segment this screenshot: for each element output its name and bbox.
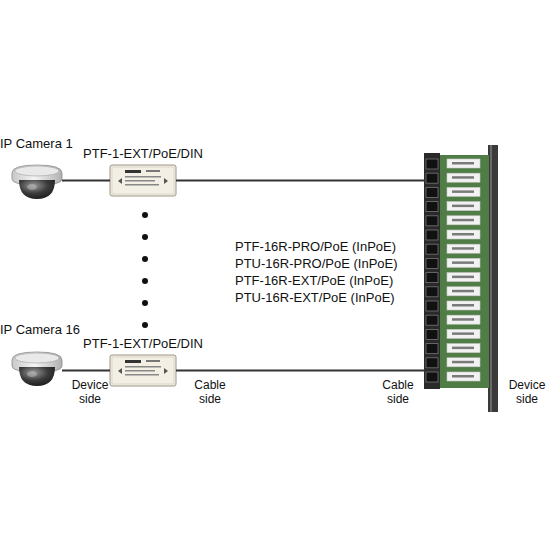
rj45-port: [426, 187, 438, 197]
module-marking: [452, 276, 474, 279]
protection-module: [447, 230, 480, 239]
rack-bracket: [488, 145, 498, 412]
protection-module: [447, 358, 480, 367]
rj45-port: [426, 344, 438, 354]
camera-label: IP Camera 1: [0, 136, 73, 152]
rj45-port: [426, 372, 438, 382]
module-marking: [452, 219, 474, 222]
module-marking: [452, 261, 474, 264]
surge-protector: PTF-1-EXT/PoE/DIN: [110, 355, 176, 386]
rj45-port: [426, 358, 438, 368]
camera-label: IP Camera 16: [0, 322, 80, 338]
module-marking: [452, 375, 474, 378]
model-name: PTF-16R-PRO/PoE (InPoE): [235, 239, 396, 255]
protection-module: [447, 216, 480, 225]
device-label: PTF-1-EXT/PoE/DIN: [83, 146, 203, 162]
module-marking: [452, 247, 474, 250]
ip-camera: IP Camera 1: [12, 163, 62, 199]
side-label: Cable side: [187, 378, 233, 406]
module-marking: [452, 162, 474, 165]
module-marking: [452, 347, 474, 350]
side-label: Device side: [504, 378, 550, 406]
cable-line: [62, 369, 110, 371]
protection-module: [447, 372, 480, 381]
module-marking: [452, 190, 474, 193]
module-marking: [452, 304, 474, 307]
module-marking: [452, 205, 474, 208]
protection-module: [447, 187, 480, 196]
module-marking: [452, 361, 474, 364]
surge-protector: [110, 355, 176, 386]
protection-module: [447, 344, 480, 353]
rj45-port: [426, 173, 438, 183]
cable-line: [62, 179, 110, 181]
protection-module: [447, 173, 480, 182]
model-name: PTF-16R-EXT/PoE (InPoE): [235, 273, 393, 289]
surge-protector: [110, 165, 176, 196]
patch-panel: PTF-16R-PRO/PoE (InPoE)PTU-16R-PRO/PoE (…: [425, 150, 497, 390]
side-label: Device side: [67, 378, 113, 406]
side-label: Cable side: [375, 378, 421, 406]
patch-panel: [424, 145, 498, 412]
rj45-port: [426, 230, 438, 240]
rj45-port: [426, 329, 438, 339]
protection-module: [447, 244, 480, 253]
protection-module: [447, 159, 480, 168]
rj45-port: [426, 273, 438, 283]
module-marking: [452, 176, 474, 179]
protection-module: [447, 258, 480, 267]
protection-module: [447, 315, 480, 324]
ip-camera: IP Camera 16: [12, 350, 62, 386]
continuation-dots: [142, 212, 148, 328]
circuit-board: [438, 155, 489, 388]
port-strip: [424, 153, 440, 389]
cable-line: [176, 369, 425, 371]
module-marking: [452, 233, 474, 236]
module-marking: [452, 332, 474, 335]
rj45-port: [426, 315, 438, 325]
bracket-edge: [490, 145, 492, 412]
module-marking: [452, 318, 474, 321]
model-name: PTU-16R-EXT/PoE (InPoE): [235, 290, 395, 306]
cable-line: [176, 179, 425, 181]
rj45-port: [426, 287, 438, 297]
rj45-port: [426, 159, 438, 169]
surge-protector: PTF-1-EXT/PoE/DIN: [110, 165, 176, 196]
dome-camera: [12, 165, 62, 199]
protection-module: [447, 202, 480, 211]
rj45-port: [426, 202, 438, 212]
device-label: PTF-1-EXT/PoE/DIN: [83, 336, 203, 352]
dome-camera: [12, 352, 62, 386]
rj45-port: [426, 244, 438, 254]
model-name: PTU-16R-PRO/PoE (InPoE): [235, 256, 398, 272]
rj45-port: [426, 216, 438, 226]
module-marking: [452, 290, 474, 293]
protection-module: [447, 301, 480, 310]
rj45-port: [426, 258, 438, 268]
protection-module: [447, 329, 480, 338]
protection-module: [447, 273, 480, 282]
protection-module: [447, 287, 480, 296]
rj45-port: [426, 301, 438, 311]
